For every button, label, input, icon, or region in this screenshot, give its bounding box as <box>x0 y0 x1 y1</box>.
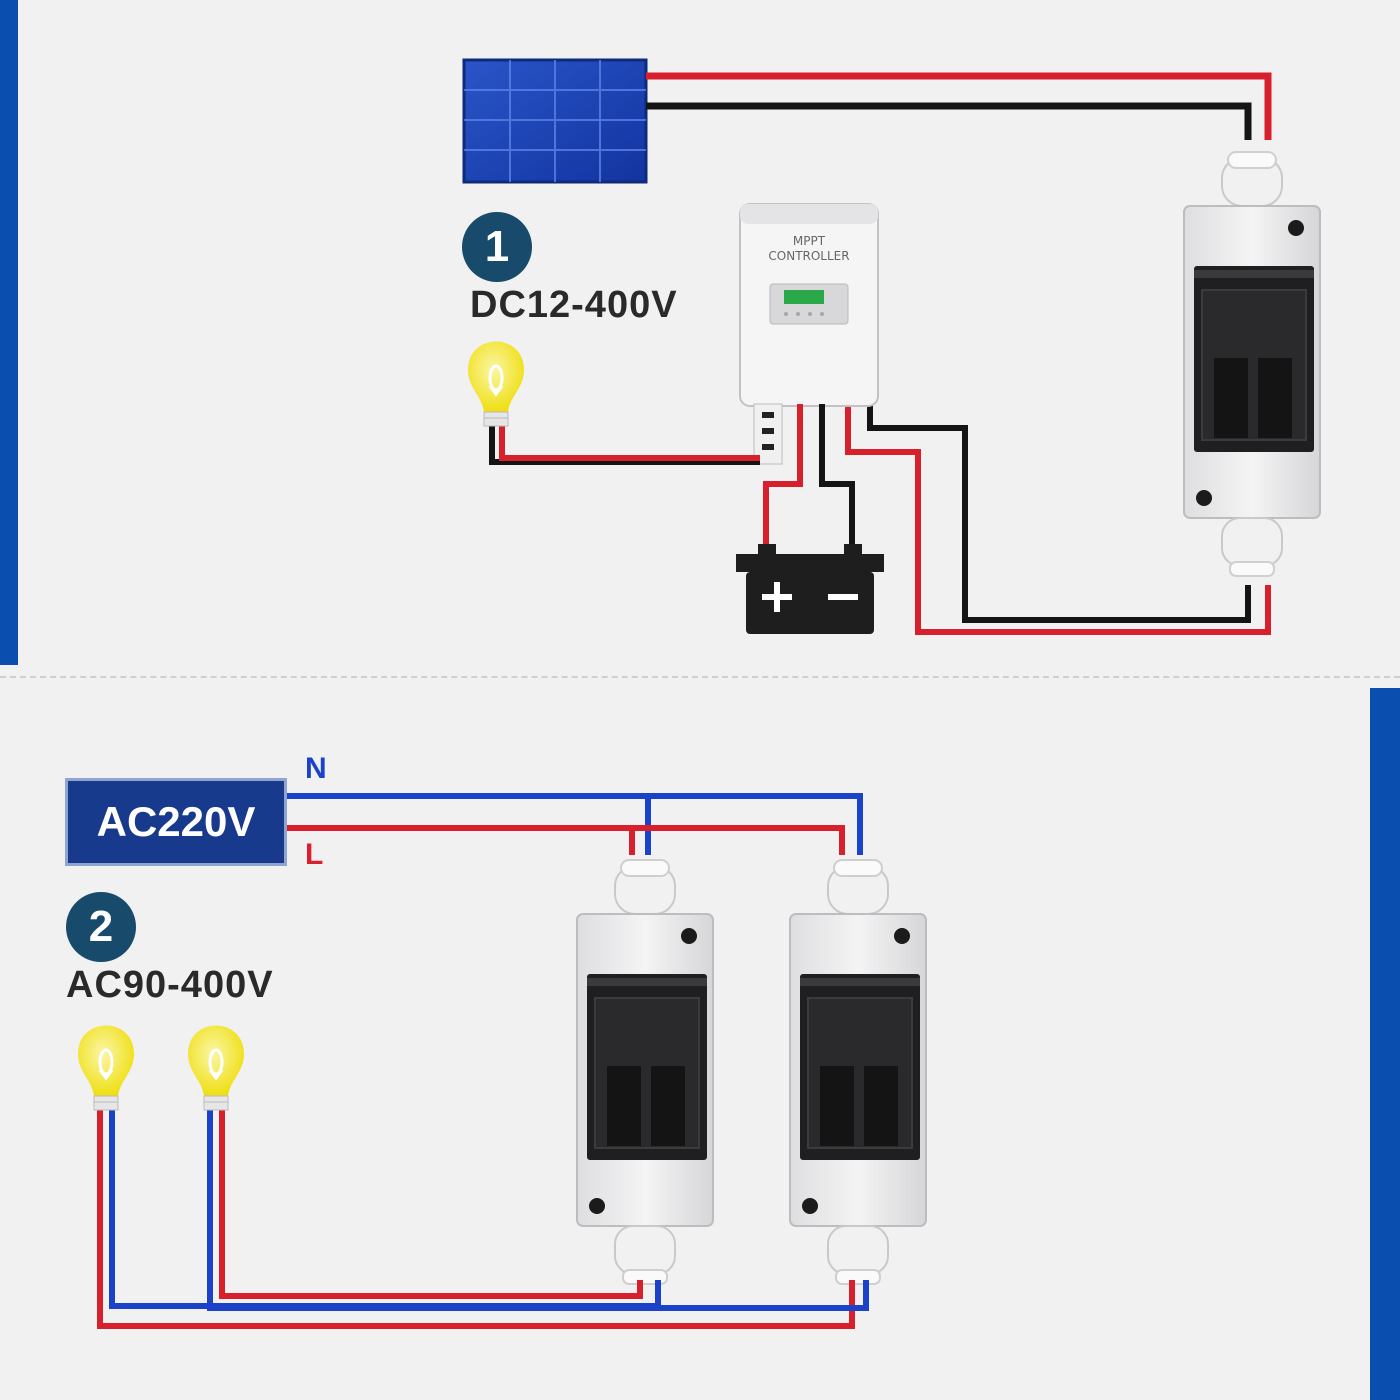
ac-bulb-icon-2 <box>186 1024 246 1112</box>
dc-output-wires <box>845 404 1271 635</box>
controller-label-line2: CONTROLLER <box>768 249 850 263</box>
ac-return-wires <box>97 1108 869 1329</box>
ac-voltage-label: AC90-400V <box>66 964 274 1006</box>
ac-bus-wires <box>287 793 863 855</box>
dc-input-wires <box>646 72 1272 140</box>
neutral-label: N <box>305 752 327 785</box>
section-divider <box>0 676 1400 678</box>
ac-source-box: AC220V <box>65 778 287 866</box>
step-badge-1: 1 <box>462 212 532 282</box>
controller-label-line1: MPPT <box>792 234 826 248</box>
mppt-controller <box>739 203 879 465</box>
ac-breaker-1 <box>576 859 714 1285</box>
dc-load-wires <box>489 424 760 465</box>
battery <box>736 544 884 634</box>
controller-label: MPPT CONTROLLER <box>742 234 876 264</box>
line-label: L <box>305 838 324 871</box>
left-accent-bar <box>0 0 18 665</box>
ac-breaker-2 <box>789 859 927 1285</box>
ac-source-label: AC220V <box>96 798 256 845</box>
ac-bulb-icon-1 <box>76 1024 136 1112</box>
step-badge-2: 2 <box>66 892 136 962</box>
dc-breaker <box>1183 151 1321 577</box>
battery-wires <box>763 404 855 552</box>
dc-voltage-label: DC12-400V <box>470 284 678 326</box>
dc-bulb-icon <box>466 340 526 428</box>
solar-panel <box>462 58 648 184</box>
right-accent-bar <box>1370 688 1400 1400</box>
